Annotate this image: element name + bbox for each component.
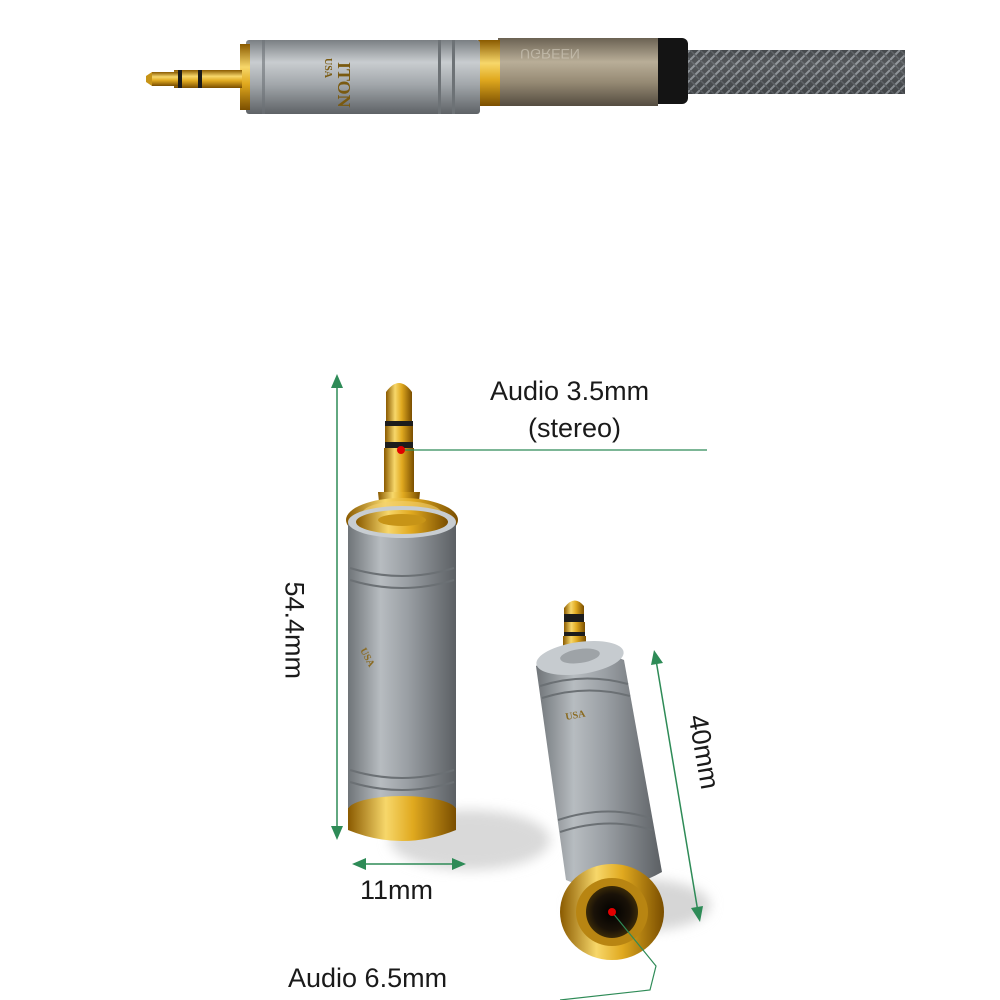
dimension-annotations xyxy=(331,374,707,1000)
large-plug-pin xyxy=(378,383,420,512)
strain-relief xyxy=(652,38,688,104)
stereo-label: (stereo) xyxy=(528,413,622,443)
small-plug-pin xyxy=(563,600,586,652)
top-adapter-brand-text: ITON xyxy=(334,62,354,108)
audio-35-marker-dot xyxy=(397,446,405,454)
audio-35-label: Audio 3.5mm xyxy=(490,376,650,406)
small-adapter-body xyxy=(536,651,662,889)
large-adapter-body xyxy=(348,522,456,812)
cable-connector-housing xyxy=(498,38,658,106)
large-adapter: USA xyxy=(346,383,550,870)
cable-brand-text: UGREEN xyxy=(520,46,580,62)
audio-65-label: Audio 6.5mm xyxy=(288,963,448,993)
top-adapter-country-text: USA xyxy=(322,58,333,79)
top-gold-collar xyxy=(240,44,250,110)
top-adapter-assembly: UGREEN ITON USA xyxy=(146,38,905,114)
small-adapter: USA xyxy=(536,600,710,960)
length-long-label: 54.4mm xyxy=(279,581,310,680)
small-adapter-brand-text: USA xyxy=(565,709,587,723)
socket-marker-dot xyxy=(608,908,616,916)
short-length-dimension-line xyxy=(654,653,700,919)
audio-65-leader-line xyxy=(559,911,657,1000)
diameter-label: 11mm xyxy=(360,875,434,905)
top-plug-pin xyxy=(146,70,242,88)
gold-ring xyxy=(478,40,500,106)
top-adapter-body xyxy=(246,40,480,114)
